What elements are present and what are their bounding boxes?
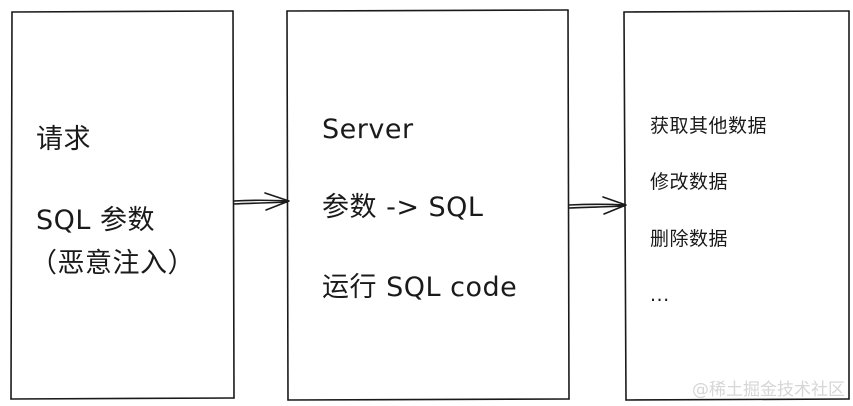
sql-params-label: SQL 参数 — [36, 205, 156, 236]
run-sql-code-label: 运行 SQL code — [322, 272, 518, 303]
malicious-injection-label: （恶意注入） — [30, 248, 195, 279]
arrow-server-to-effects — [568, 196, 627, 215]
effects-box — [623, 10, 850, 401]
get-other-data-label: 获取其他数据 — [650, 115, 768, 137]
modify-data-label: 修改数据 — [650, 171, 729, 193]
watermark: @稀土掘金技术社区 — [692, 380, 845, 400]
request-label: 请求 — [36, 124, 91, 155]
delete-data-label: 删除数据 — [650, 228, 729, 250]
params-to-sql-label: 参数 -> SQL — [322, 192, 484, 223]
request-box — [10, 10, 235, 400]
ellipsis-label: ... — [650, 284, 670, 306]
arrow-request-to-server — [233, 192, 290, 211]
server-label: Server — [322, 114, 414, 145]
